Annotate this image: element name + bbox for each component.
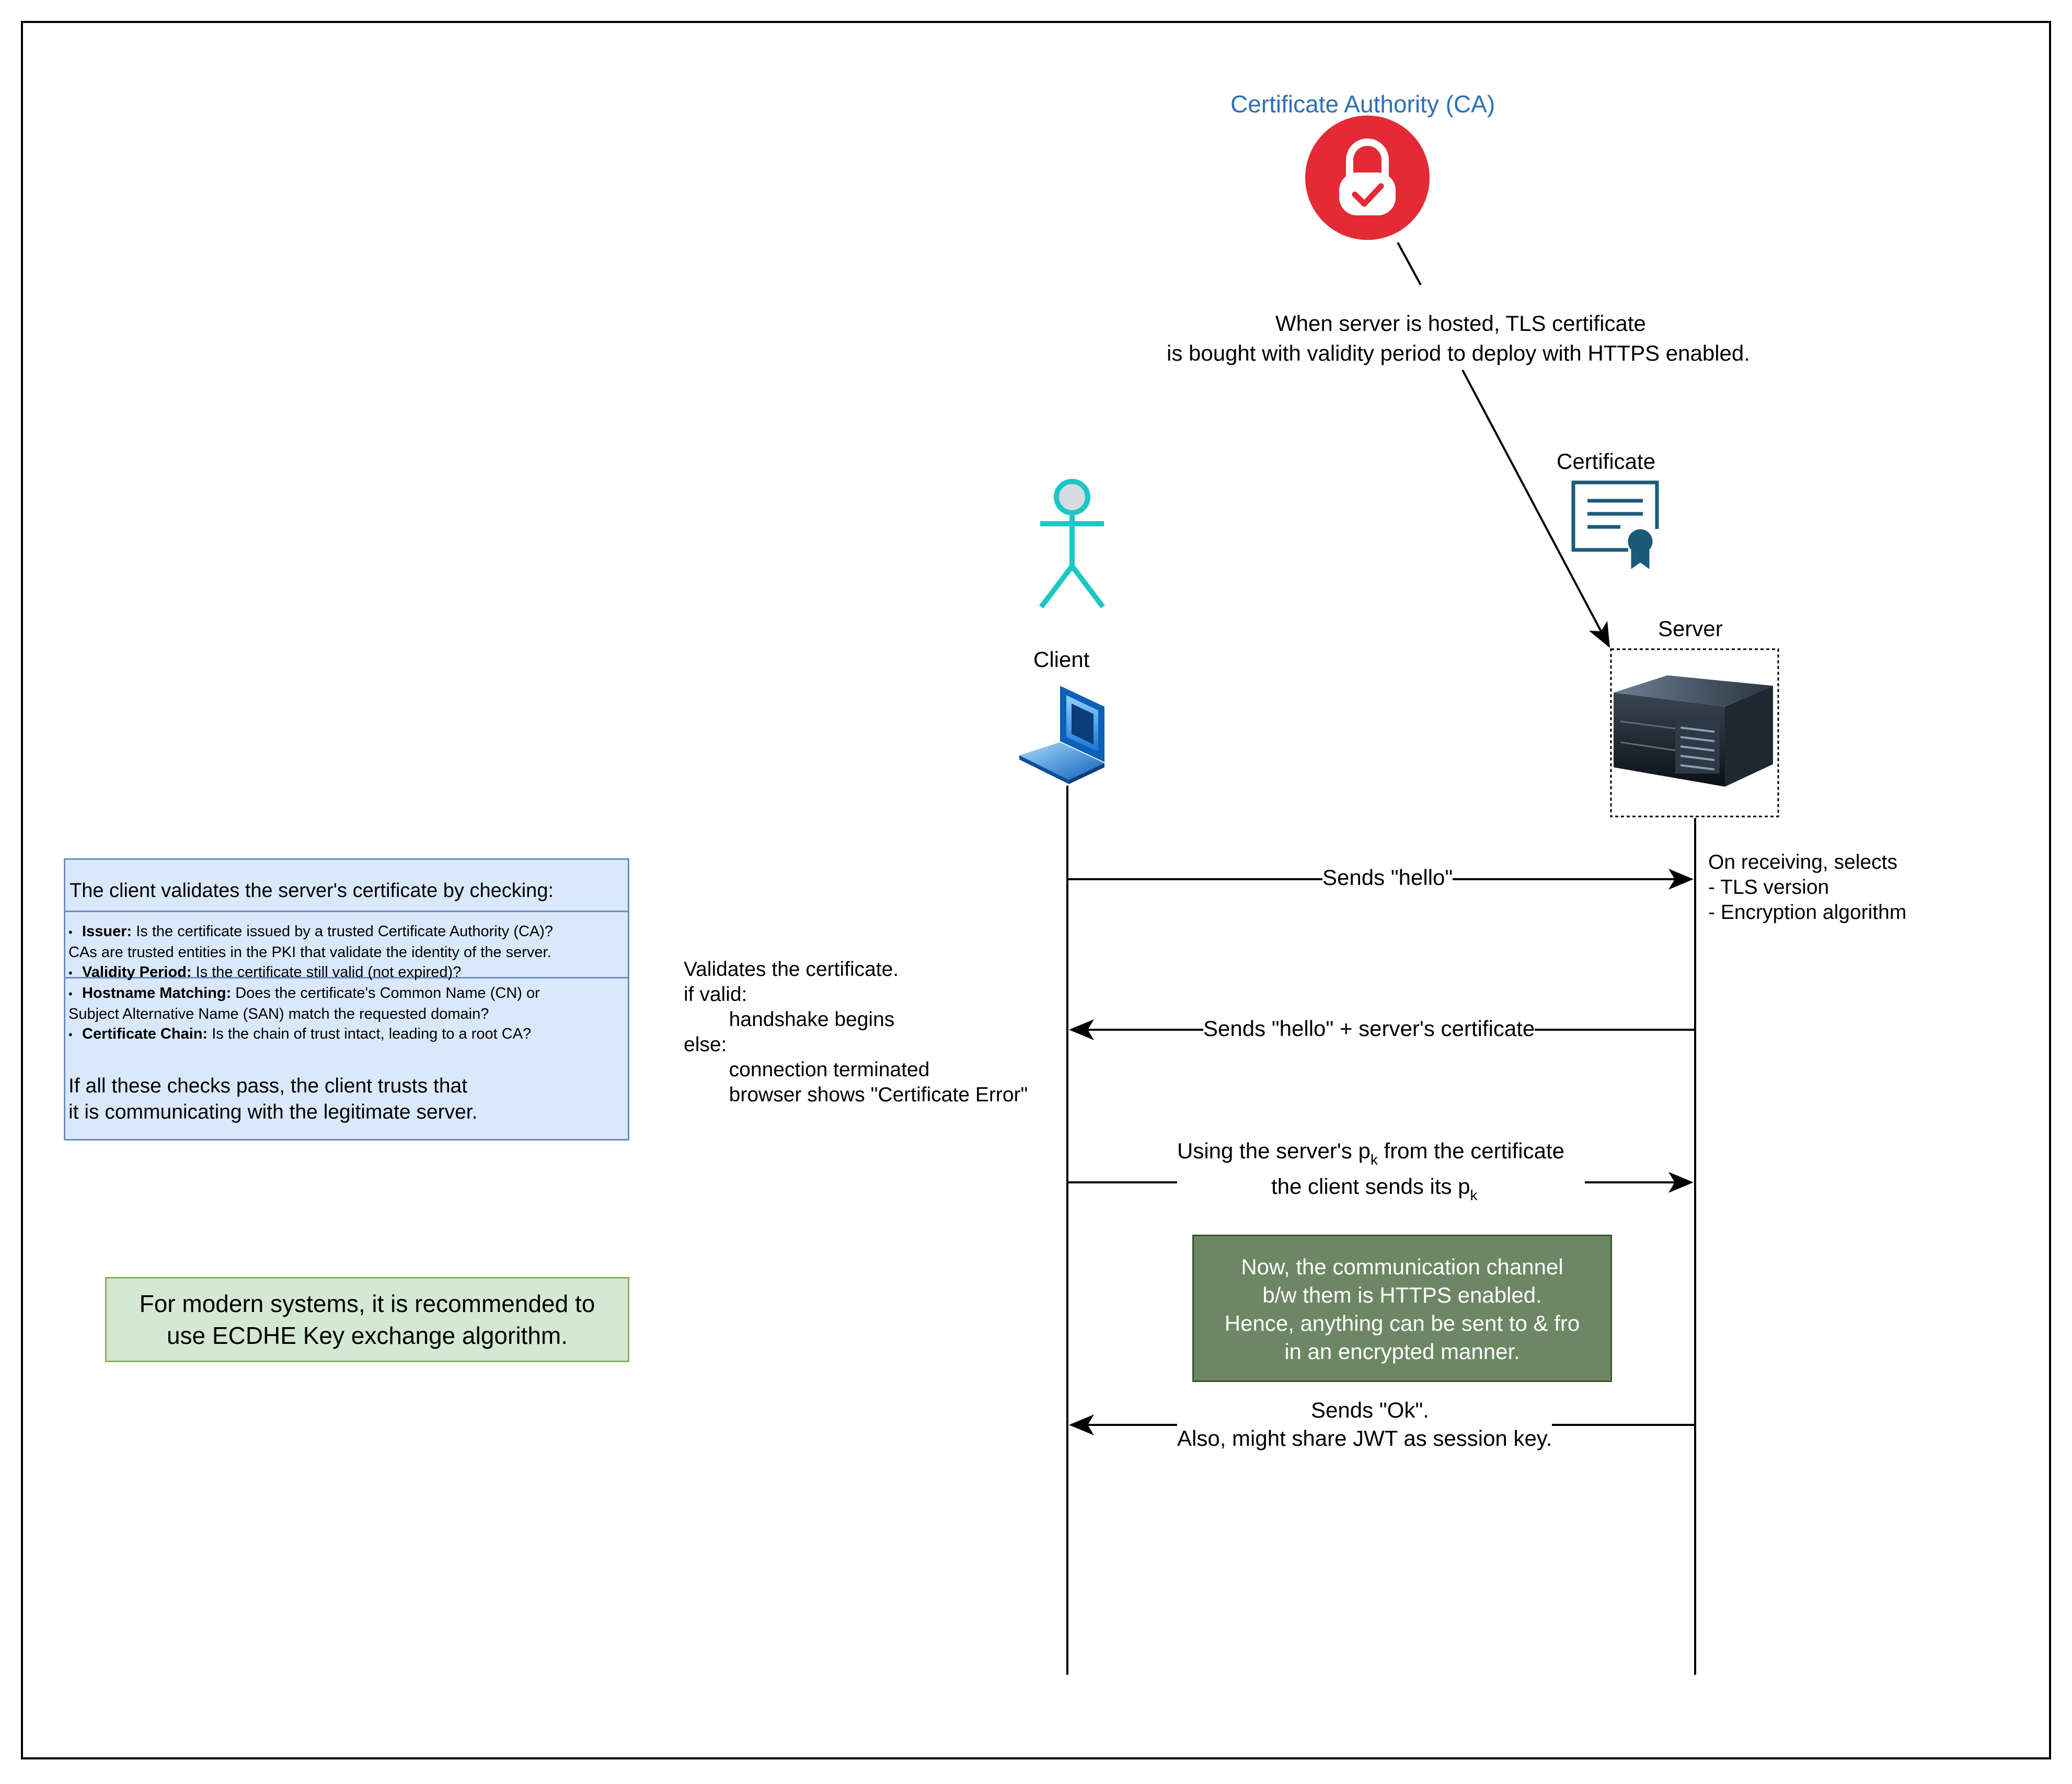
server-note: On receiving, selects - TLS version - En… — [1708, 851, 1907, 924]
pk-subscript-2: k — [1470, 1187, 1478, 1203]
ca-link-line — [1397, 242, 1422, 285]
certificate-icon — [1571, 480, 1659, 569]
validation-item-issuer: • Issuer: Is the certificate issued by a… — [68, 923, 554, 940]
ca-to-server-arrow — [1461, 370, 1610, 648]
certificate-label: Certificate — [1557, 449, 1656, 474]
diagram-border — [21, 21, 2051, 1759]
hello-reply-message-label: Sends "hello" + server's certificate — [1203, 1014, 1535, 1043]
ca-note-line-1: When server is hosted, TLS certificate — [1275, 308, 1646, 338]
validation-item-hostname: • Hostname Matching: Does the certificat… — [68, 985, 540, 1002]
pk-line1-post: from the certificate — [1377, 1138, 1564, 1163]
validation-item-issuer-cont: CAs are trusted entities in the PKI that… — [68, 944, 551, 961]
validation-item-hostname-cont: Subject Alternative Name (SAN) match the… — [68, 1006, 489, 1022]
validation-item-validity: • Validity Period: Is the certificate st… — [68, 964, 462, 981]
server-rack-icon — [1610, 648, 1779, 818]
ca-title: Certificate Authority (CA) — [1230, 90, 1495, 118]
hello-message-label: Sends "hello" — [1322, 862, 1453, 892]
pk-line1-pre: Using the server's p — [1177, 1138, 1371, 1163]
client-label: Client — [1033, 647, 1090, 672]
pk-message-line-2: the client sends its pk — [1271, 1171, 1478, 1204]
validation-footer: If all these checks pass, the client tru… — [68, 1075, 478, 1123]
laptop-icon — [1019, 686, 1104, 784]
ca-note-line-2: is bought with validity period to deploy… — [1167, 338, 1750, 368]
lock-check-icon — [1305, 116, 1430, 240]
pk-message-line-1: Using the server's pk from the certifica… — [1177, 1136, 1564, 1168]
client-validation-note: Validates the certificate. if valid: han… — [684, 958, 1028, 1106]
validation-panel: The client validates the server's certif… — [64, 858, 629, 1141]
ok-message-line-2: Also, might share JWT as session key. — [1177, 1423, 1552, 1453]
ok-message-line-1: Sends "Ok". — [1311, 1395, 1429, 1425]
server-selection-frame — [1610, 648, 1779, 818]
pk-subscript: k — [1370, 1152, 1378, 1168]
validation-list: • Issuer: Is the certificate issued by a… — [65, 912, 628, 1042]
validation-header: The client validates the server's certif… — [65, 860, 628, 912]
server-label: Server — [1658, 616, 1723, 641]
client-actor-icon — [1039, 479, 1105, 609]
recommendation-note: For modern systems, it is recommended to… — [105, 1277, 629, 1362]
pk-line2-pre: the client sends its p — [1271, 1174, 1470, 1199]
validation-item-chain: • Certificate Chain: Is the chain of tru… — [68, 1026, 532, 1042]
https-channel-note: Now, the communication channel b/w them … — [1192, 1235, 1612, 1382]
